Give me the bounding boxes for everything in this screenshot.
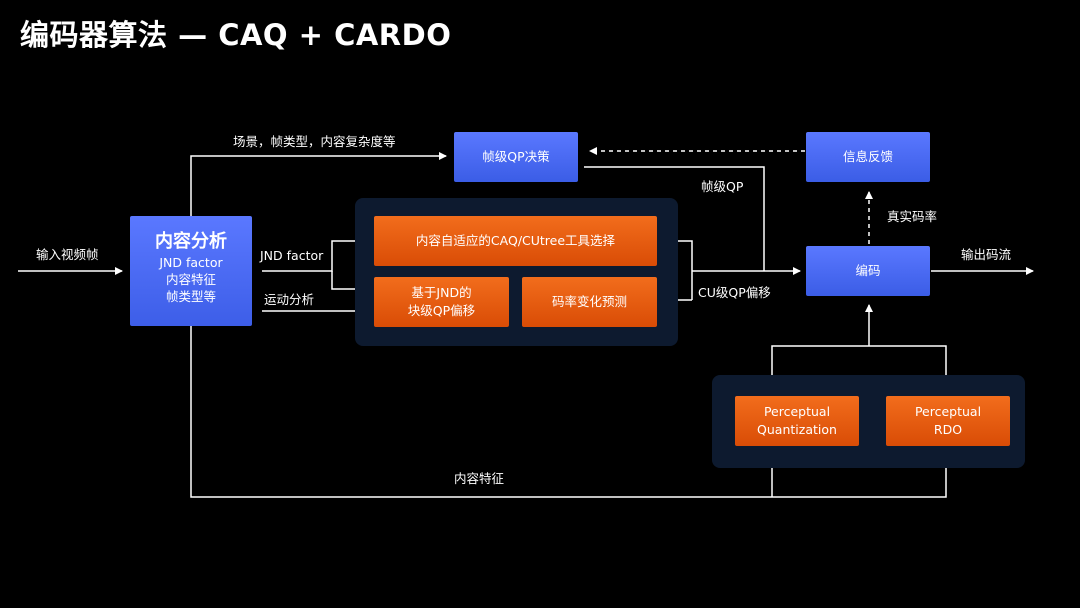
output-label: 输出码流 xyxy=(961,247,1012,262)
encode-box: 编码 xyxy=(806,246,930,296)
content-analysis-box: 内容分析 JND factor 内容特征 帧类型等 xyxy=(130,216,252,326)
scene-arrow xyxy=(190,152,447,216)
real-rate-label: 真实码率 xyxy=(887,209,938,224)
frame-qp-label: 帧级QP xyxy=(701,179,744,194)
content-analysis-line: JND factor xyxy=(159,255,223,270)
content-feature-label: 内容特征 xyxy=(454,471,505,486)
jnd-block-qp-box: 基于JND的 块级QP偏移 xyxy=(374,277,509,327)
caq-tool-select-box: 内容自适应的CAQ/CUtree工具选择 xyxy=(374,216,657,266)
perceptual-merge-line xyxy=(771,345,947,388)
cu-qp-label: CU级QP偏移 xyxy=(698,285,771,300)
bitrate-prediction-box: 码率变化预测 xyxy=(522,277,657,327)
page-title: 编码器算法 — CAQ + CARDO xyxy=(20,18,452,52)
info-feedback-box: 信息反馈 xyxy=(806,132,930,182)
frame-qp-line xyxy=(584,166,765,271)
content-feat-to-rdo-arrow xyxy=(190,326,950,498)
content-analysis-line: 内容特征 xyxy=(165,272,216,287)
jnd-to-block-arrow xyxy=(331,271,366,293)
perceptual-quantization-box: Perceptual Quantization xyxy=(735,396,859,446)
scene-label: 场景，帧类型，内容复杂度等 xyxy=(233,134,396,149)
jnd-factor-label: JND factor xyxy=(260,248,324,263)
perceptual-rdo-box: Perceptual RDO xyxy=(886,396,1010,446)
content-analysis-line: 帧类型等 xyxy=(165,289,216,304)
input-label: 输入视频帧 xyxy=(36,247,99,262)
motion-label: 运动分析 xyxy=(264,292,315,307)
jnd-to-caq-arrow xyxy=(262,237,366,272)
content-analysis-heading: 内容分析 xyxy=(155,231,227,252)
frame-qp-decision-box: 帧级QP决策 xyxy=(454,132,578,182)
